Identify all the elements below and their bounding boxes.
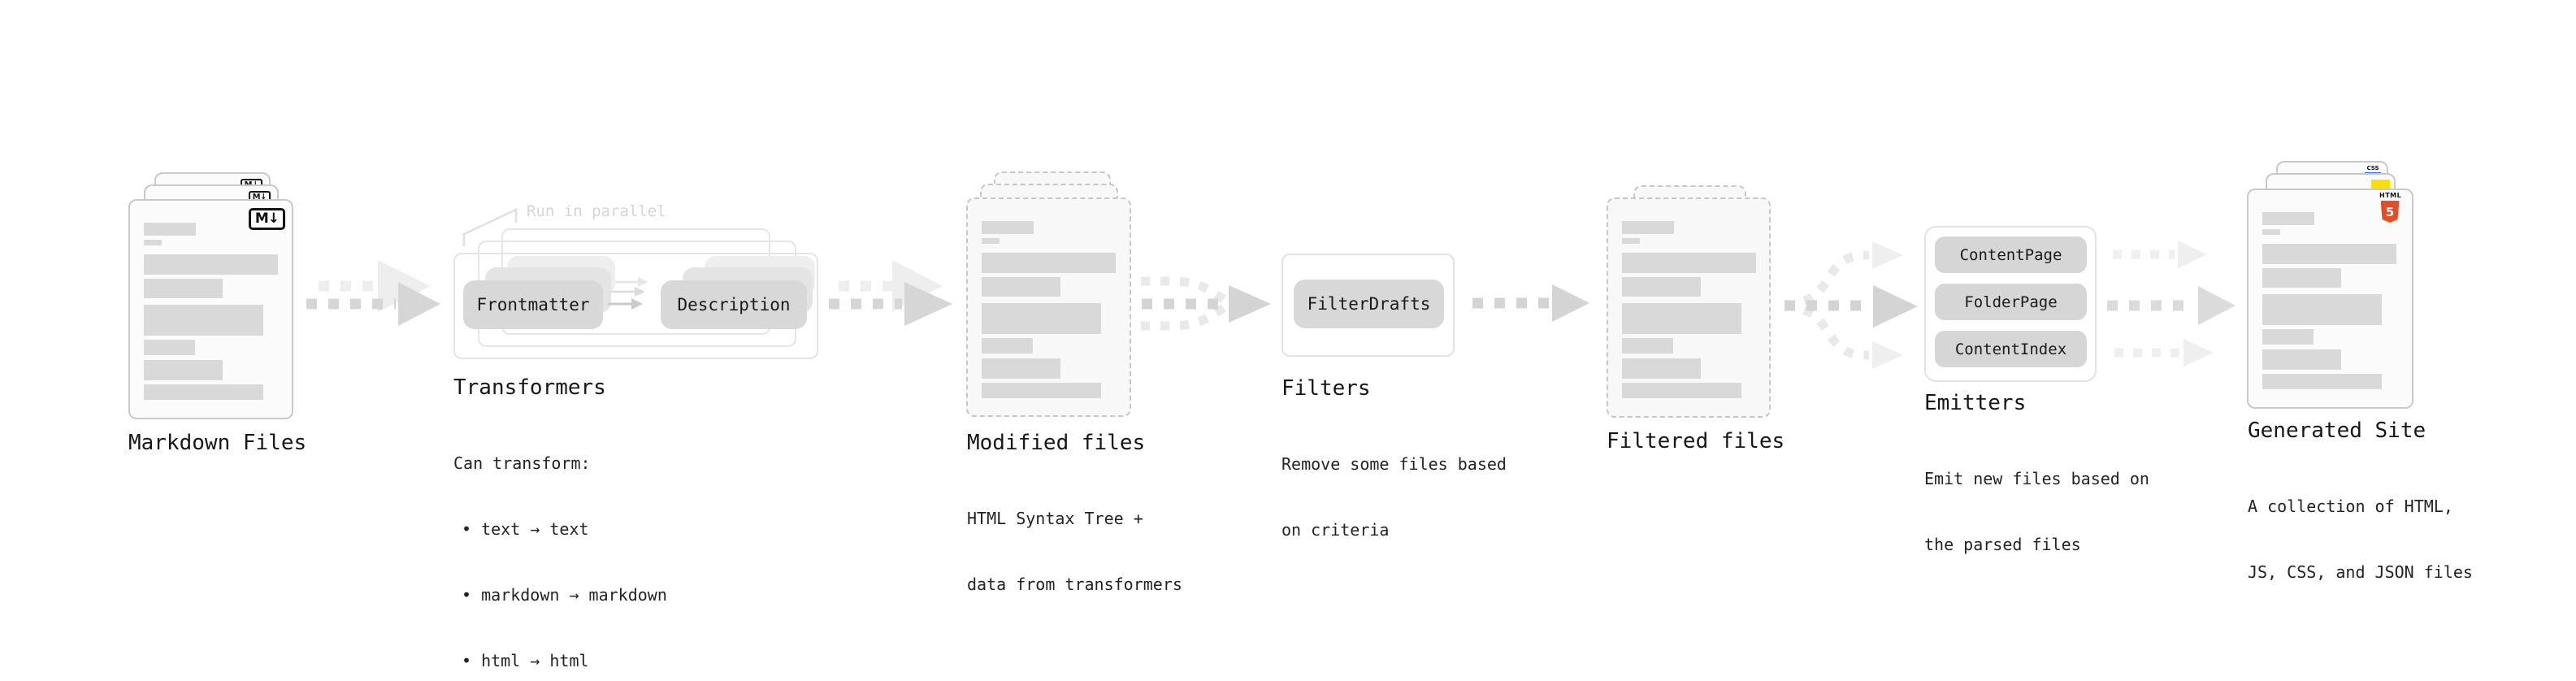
frontmatter-pill: Frontmatter bbox=[463, 280, 603, 329]
modified-body-line: HTML Syntax Tree + bbox=[967, 509, 1143, 528]
filtered-files-label: Filtered files bbox=[1607, 429, 1785, 453]
emitter-pill-folderpage: FolderPage bbox=[1935, 284, 2087, 320]
markdown-file-card-front: M↓ bbox=[128, 199, 293, 419]
arrow-markdown-to-transformers bbox=[306, 260, 440, 326]
transformers-bullet: • text → text bbox=[462, 519, 589, 539]
description-pill: Description bbox=[661, 280, 807, 329]
transformers-description: Can transform: • text → text • markdown … bbox=[453, 409, 667, 681]
generated-site-label: Generated Site bbox=[2248, 419, 2426, 443]
html5-shield: 5 bbox=[2380, 201, 2400, 223]
modified-file-card-front bbox=[966, 197, 1131, 417]
text-placeholder-bars bbox=[1622, 221, 1756, 398]
emitter-pill-contentpage: ContentPage bbox=[1935, 236, 2087, 273]
arrow-filters-to-filtered bbox=[1472, 284, 1589, 322]
transformers-label: Transformers bbox=[453, 375, 606, 400]
transformers-bullet: • markdown → markdown bbox=[462, 585, 667, 605]
text-placeholder-bars bbox=[144, 223, 278, 400]
html-file-card-front: HTML 5 bbox=[2247, 189, 2413, 409]
text-placeholder-bars bbox=[982, 221, 1116, 398]
filterdrafts-pill: FilterDrafts bbox=[1294, 280, 1444, 328]
emitters-label: Emitters bbox=[1924, 391, 2027, 415]
filters-body-line: Remove some files based bbox=[1281, 454, 1507, 474]
html5-number: 5 bbox=[2385, 204, 2395, 219]
text-placeholder-bars bbox=[2262, 212, 2396, 389]
filtered-file-card-front bbox=[1607, 197, 1771, 418]
filters-label: Filters bbox=[1281, 376, 1371, 401]
modified-files-label: Modified files bbox=[967, 431, 1146, 455]
emitters-body-line: the parsed files bbox=[1924, 535, 2081, 554]
emitter-pill-contentindex: ContentIndex bbox=[1935, 331, 2087, 367]
arrow-transformers-to-modified bbox=[829, 260, 952, 326]
generated-body-line: A collection of HTML, bbox=[2248, 497, 2453, 516]
arrow-filtered-to-emitters bbox=[1785, 241, 1918, 369]
filters-body-line: on criteria bbox=[1281, 520, 1390, 540]
emitters-body-line: Emit new files based on bbox=[1924, 469, 2149, 488]
html5-icon-label: HTML bbox=[2379, 192, 2402, 199]
transformers-body-line: Can transform: bbox=[453, 453, 591, 473]
markdown-files-label: Markdown Files bbox=[128, 431, 307, 455]
arrow-emitters-to-site bbox=[2107, 241, 2236, 367]
css-icon-label: CSS bbox=[2366, 165, 2379, 171]
transformer-container-front bbox=[453, 253, 818, 359]
arrow-modified-to-filters bbox=[1141, 276, 1271, 331]
modified-files-description: HTML Syntax Tree + data from transformer… bbox=[967, 464, 1182, 640]
transformers-bullet: • html → html bbox=[462, 651, 589, 670]
generated-site-description: A collection of HTML, JS, CSS, and JSON … bbox=[2248, 452, 2473, 627]
filters-description: Remove some files based on criteria bbox=[1281, 410, 1507, 585]
generated-body-line: JS, CSS, and JSON files bbox=[2248, 562, 2473, 582]
run-in-parallel-annotation: Run in parallel bbox=[527, 202, 666, 220]
markdown-icon: M↓ bbox=[248, 208, 285, 230]
html5-icon: HTML 5 bbox=[2379, 192, 2402, 223]
modified-body-line: data from transformers bbox=[967, 575, 1182, 594]
emitters-description: Emit new files based on the parsed files bbox=[1924, 424, 2149, 600]
